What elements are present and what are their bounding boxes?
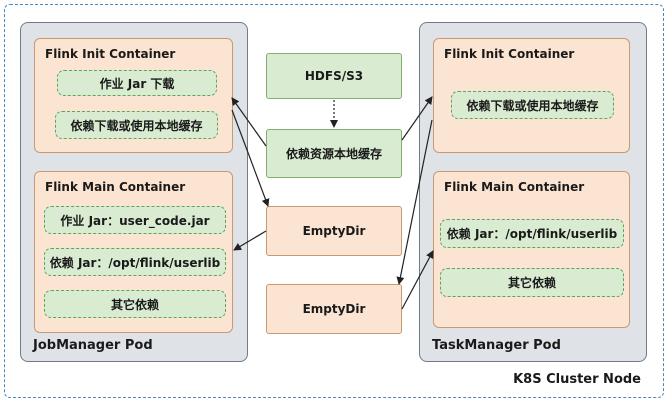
arrow-jm-init-to-emptydir [231, 109, 270, 207]
jobmanager-main-item-user-jar: 作业 Jar：user_code.jar [44, 206, 226, 234]
hdfs-s3-storage: HDFS/S3 [266, 53, 402, 99]
k8s-cluster-node: K8S Cluster Node [4, 4, 664, 398]
taskmanager-init-container: Flink Init Container 依赖下载或使用本地缓存 [433, 38, 630, 153]
jobmanager-pod-label: JobManager Pod [33, 338, 153, 353]
jobmanager-init-container: Flink Init Container 作业 Jar 下载 依赖下载或使用本地… [34, 38, 233, 153]
jobmanager-pod: Flink Init Container 作业 Jar 下载 依赖下载或使用本地… [20, 22, 248, 362]
taskmanager-main-title: Flink Main Container [444, 180, 585, 194]
taskmanager-main-container: Flink Main Container 依赖 Jar：/opt/flink/u… [433, 171, 630, 328]
emptydir-taskmanager: EmptyDir [266, 284, 402, 334]
jobmanager-main-item-other: 其它依赖 [44, 290, 226, 318]
jobmanager-init-title: Flink Init Container [45, 47, 176, 61]
jobmanager-main-title: Flink Main Container [45, 180, 186, 194]
taskmanager-pod-label: TaskManager Pod [432, 338, 561, 353]
dependency-local-cache: 依赖资源本地缓存 [266, 129, 402, 178]
taskmanager-init-title: Flink Init Container [444, 47, 575, 61]
taskmanager-main-item-lib-jar: 依赖 Jar：/opt/flink/userlib [440, 219, 624, 248]
taskmanager-init-item-deps: 依赖下载或使用本地缓存 [451, 91, 614, 119]
jobmanager-init-item-deps: 依赖下载或使用本地缓存 [55, 111, 218, 139]
jobmanager-init-item-jar-download: 作业 Jar 下载 [57, 70, 217, 96]
arrow-tm-init-to-emptydir [396, 119, 433, 285]
arrow-emptydir-to-tm-main [401, 250, 434, 310]
arrow-cache-to-tm-init [401, 96, 433, 141]
jobmanager-main-item-lib-jar: 依赖 Jar：/opt/flink/userlib [44, 248, 226, 276]
arrow-emptydir-to-jm-main [233, 230, 267, 251]
cluster-node-label: K8S Cluster Node [513, 372, 641, 387]
taskmanager-pod: Flink Init Container 依赖下载或使用本地缓存 Flink M… [419, 22, 647, 362]
arrow-cache-to-jm-init [231, 97, 267, 147]
taskmanager-main-item-other: 其它依赖 [440, 268, 624, 297]
jobmanager-main-container: Flink Main Container 作业 Jar：user_code.ja… [34, 171, 233, 333]
emptydir-jobmanager: EmptyDir [266, 206, 402, 256]
